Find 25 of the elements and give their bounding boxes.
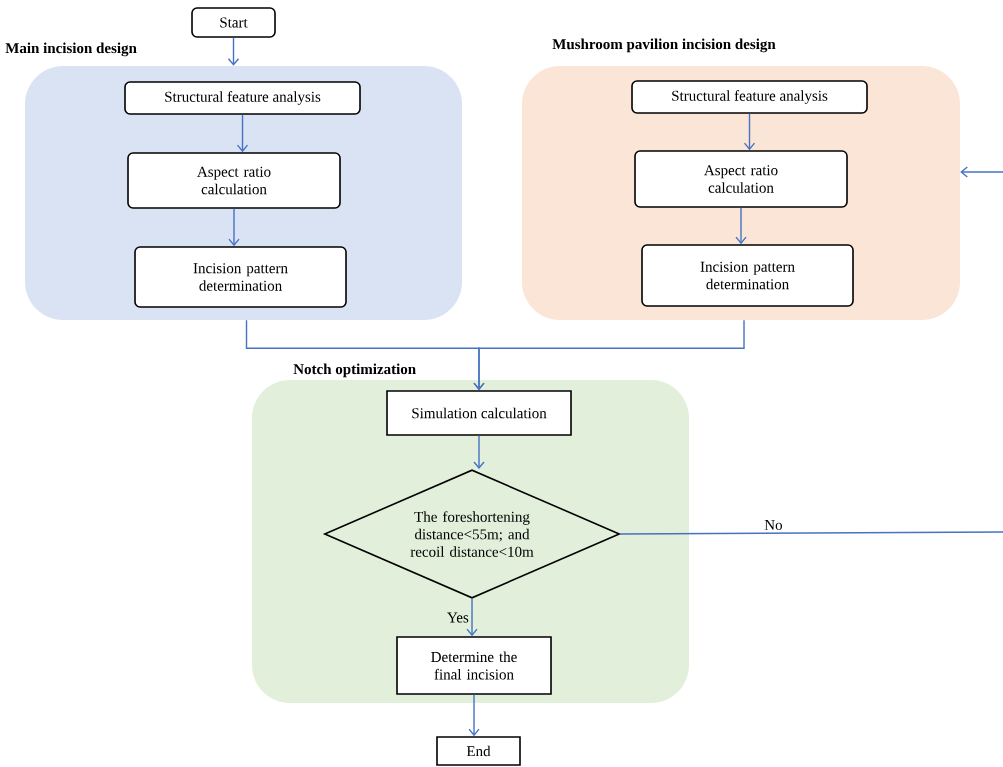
panel-heading: Notch optimization bbox=[293, 363, 416, 378]
arrow bbox=[228, 208, 240, 247]
process-box: Incision pattern determination bbox=[641, 244, 854, 307]
panel-heading: Mushroom pavilion incision design bbox=[552, 38, 776, 53]
arrow bbox=[236, 114, 249, 153]
panel-heading: Main incision design bbox=[5, 42, 137, 57]
arrow bbox=[466, 598, 478, 637]
process-box: Simulation calculation bbox=[386, 390, 572, 436]
process-box: Start bbox=[191, 7, 276, 38]
arrow bbox=[735, 207, 747, 245]
process-box: Aspect ratio calculation bbox=[127, 152, 341, 209]
arrow bbox=[227, 37, 240, 66]
process-box: End bbox=[436, 736, 521, 766]
process-box: Incision pattern determination bbox=[134, 246, 347, 308]
arrow bbox=[468, 694, 480, 737]
edge-label: Yes bbox=[447, 612, 469, 623]
arrow bbox=[743, 113, 756, 151]
arrow bbox=[473, 435, 485, 470]
process-box: Aspect ratio calculation bbox=[634, 150, 848, 208]
edge-label: No bbox=[764, 520, 782, 530]
process-box: Structural feature analysis bbox=[124, 81, 361, 115]
arrow bbox=[960, 166, 1003, 178]
arrow bbox=[473, 319, 745, 391]
process-box: Determine the final incision bbox=[396, 636, 552, 695]
process-box: Structural feature analysis bbox=[631, 80, 868, 114]
